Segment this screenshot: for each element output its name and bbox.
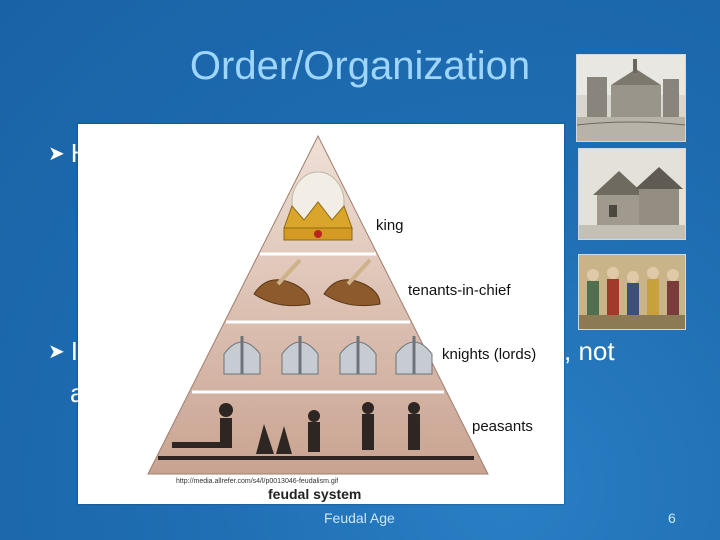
people-painting (578, 254, 686, 330)
helmet-icon (395, 336, 433, 375)
tier-label-king: king (376, 217, 404, 234)
tier-label-tenants-in-chief: tenants-in-chief (408, 282, 511, 299)
bullet-2-prefix: I (70, 336, 78, 366)
feudal-pyramid-diagram: king tenants-in-chief knights (lords) pe… (78, 124, 564, 504)
tier-label-knights: knights (lords) (442, 346, 537, 363)
helmet-icon (339, 336, 377, 375)
feathered-hat-icon (323, 258, 381, 307)
bullet-2: ➤I (48, 336, 78, 367)
tier-label-peasants: peasants (472, 418, 533, 435)
helmet-icon (223, 336, 261, 375)
cathedral-photo (576, 54, 686, 142)
diagram-title: feudal system (268, 486, 362, 502)
source-url: http://media.allrefer.com/s4/l/p0013046-… (176, 478, 339, 485)
arrow-bullet-icon: ➤ (48, 143, 65, 165)
crown-icon (283, 171, 353, 241)
page-number: 6 (668, 510, 676, 526)
footer-text: Feudal Age (324, 510, 395, 526)
village-photo (578, 148, 686, 240)
slide-title: Order/Organization (189, 44, 531, 88)
arrow-bullet-icon: ➤ (48, 341, 65, 363)
bullet-2-text-right: , not (564, 336, 615, 366)
helmet-icon (281, 336, 319, 375)
pyramid-shape (147, 134, 489, 475)
peasants-silhouette-icon (158, 402, 474, 460)
feathered-hat-icon (253, 258, 311, 307)
